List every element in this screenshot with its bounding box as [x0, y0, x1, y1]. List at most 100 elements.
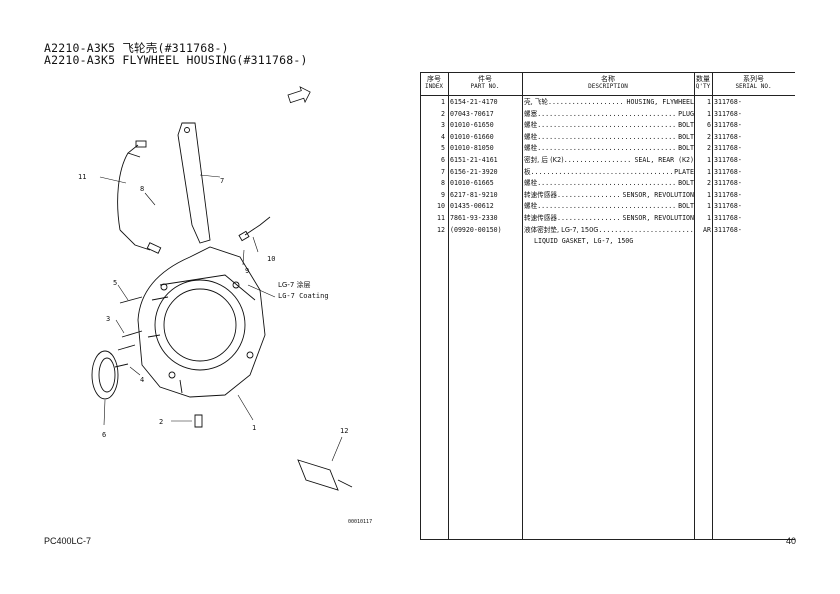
qty-cell: 1	[707, 202, 711, 211]
callout-7: 7	[220, 177, 224, 185]
description-cn: 壳, 飞轮	[524, 98, 548, 106]
leader-dots: ........................................…	[563, 155, 694, 164]
callout-8: 8	[140, 185, 144, 193]
leader-dots: ........................................…	[537, 179, 694, 188]
leader-dots: ........................................…	[537, 109, 694, 118]
description-cell: 液体密封垫, LG-7, 150G.......................…	[524, 225, 694, 237]
plate-part	[177, 122, 211, 244]
index-cell: 2	[441, 109, 445, 118]
index-cell: 1	[441, 98, 445, 106]
description-cell: 螺栓......................................…	[524, 120, 694, 132]
flywheel-housing-outline	[137, 246, 266, 398]
index-cell: 11	[437, 213, 445, 222]
index-cell: 6	[441, 155, 445, 164]
callout-6: 6	[102, 431, 106, 439]
serial-cell: 311768-	[714, 109, 742, 118]
description-en: SEAL, REAR (K2)	[632, 154, 694, 167]
part-no-cell: 01010-81050	[450, 144, 494, 153]
description-cell: 螺栓......................................…	[524, 201, 694, 213]
forward-arrow-icon	[287, 86, 311, 104]
part-no-cell: 7861-93-2330	[450, 213, 498, 222]
part-no-cell: (09920-00150)	[450, 225, 502, 234]
index-cell: 5	[441, 144, 445, 153]
description-cell: 螺栓......................................…	[524, 131, 694, 144]
part-no-cell: 01010-61650	[450, 121, 494, 130]
description-cell: 螺栓......................................…	[524, 143, 694, 155]
callout-4: 4	[140, 376, 144, 384]
description-en: BOLT	[676, 131, 694, 144]
description-cell: 密封, 后 (K2)..............................…	[524, 154, 694, 167]
qty-cell: 1	[707, 167, 711, 176]
serial-cell: 311768-	[714, 213, 742, 222]
leader-dots: ........................................…	[547, 98, 694, 106]
serial-cell: 311768-	[714, 155, 742, 164]
table-row: 117861-93-23301311768-转速传感器.............…	[420, 212, 795, 225]
qty-cell: 1	[707, 155, 711, 164]
serial-cell: 311768-	[714, 225, 742, 234]
description-cn: 板	[524, 167, 531, 176]
description-cell: 螺塞......................................…	[524, 108, 694, 121]
sensor-cable	[117, 144, 141, 231]
leader-dots: ........................................…	[537, 202, 694, 211]
callout-1: 1	[252, 424, 256, 432]
index-cell: 4	[441, 132, 445, 141]
callout-2: 2	[159, 418, 163, 426]
callout-3: 3	[106, 315, 110, 323]
part-no-cell: 6154-21-4170	[450, 98, 498, 106]
index-cell: 3	[441, 121, 445, 130]
serial-cell: 311768-	[714, 202, 742, 211]
description-cn: 液体密封垫, LG-7, 150G	[524, 225, 599, 234]
description-cn: 螺栓	[524, 121, 538, 130]
qty-cell: 2	[707, 179, 711, 188]
description-en: SENSOR, REVOLUTION	[620, 212, 694, 225]
description-cell: 壳, 飞轮...................................…	[524, 97, 694, 109]
description-line-2: LIQUID GASKET, LG-7, 150G	[534, 237, 634, 246]
description-cell: 转速传感器...................................…	[524, 212, 694, 225]
illustration-code: 00010117	[348, 519, 373, 525]
qty-cell: 2	[707, 144, 711, 153]
index-cell: 8	[441, 179, 445, 188]
qty-cell: 1	[707, 109, 711, 118]
serial-cell: 311768-	[714, 98, 742, 106]
machine-model: PC400LC-7	[44, 536, 92, 546]
part-no-cell: 01010-61660	[450, 132, 494, 141]
description-en: SENSOR, REVOLUTION	[620, 189, 694, 202]
description-cn: 螺塞	[524, 109, 538, 118]
description-cn: 转速传感器	[524, 190, 557, 199]
description-cn: 密封, 后 (K2)	[524, 155, 564, 164]
leader-dots: ........................................…	[537, 144, 694, 153]
callout-9: 9	[245, 267, 249, 275]
serial-cell: 311768-	[714, 190, 742, 199]
leader-dots: ........................................…	[598, 225, 694, 234]
description-cn: 螺栓	[524, 179, 538, 188]
description-cell: 板.......................................…	[524, 166, 694, 179]
callout-12: 12	[340, 427, 348, 435]
description-en: PLUG	[676, 108, 694, 121]
rear-seal-part	[91, 350, 119, 400]
title-english: A2210-A3K5 FLYWHEEL HOUSING(#311768-)	[44, 53, 308, 67]
index-cell: 9	[441, 190, 445, 199]
part-no-cell: 6217-81-9210	[450, 190, 498, 199]
part-no-cell: 6156-21-3920	[450, 167, 498, 176]
page-number: 40	[786, 536, 797, 546]
plug-part	[194, 414, 203, 428]
index-cell: 12	[437, 225, 445, 234]
title-chinese: A2210-A3K5 飞轮壳(#311768-)	[44, 41, 229, 55]
serial-cell: 311768-	[714, 179, 742, 188]
description-cn: 螺栓	[524, 202, 538, 211]
coating-note-cn: LG-7 涂层	[278, 280, 311, 289]
callout-11: 11	[78, 173, 86, 181]
leader-dots: ........................................…	[537, 121, 694, 130]
